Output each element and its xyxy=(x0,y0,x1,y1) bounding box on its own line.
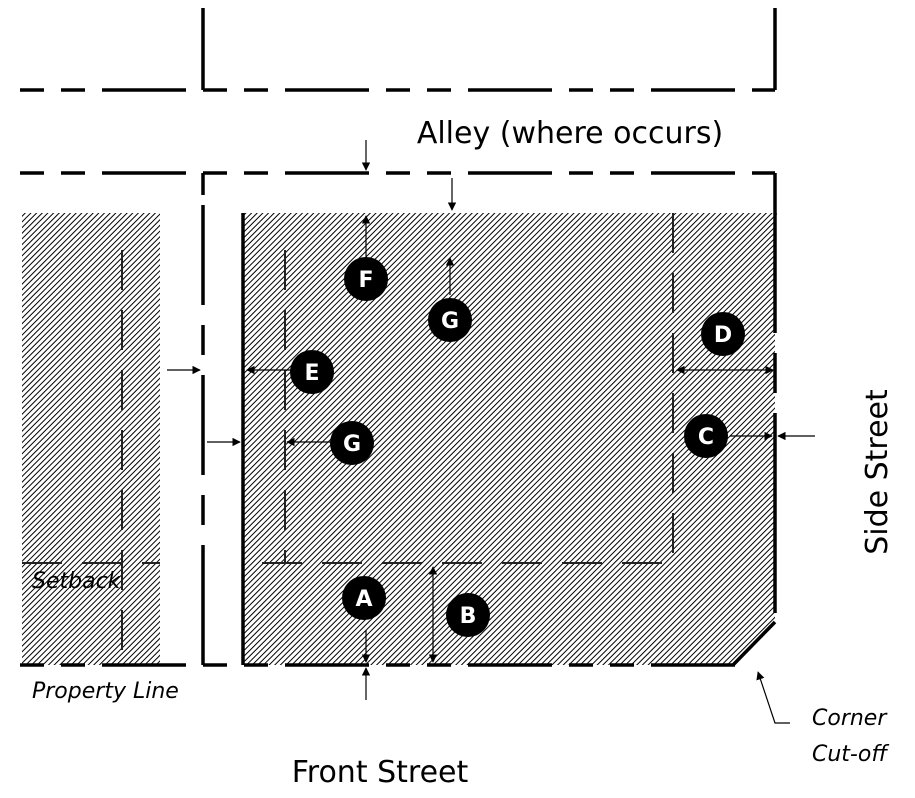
svg-text:E: E xyxy=(304,361,319,386)
marker-b: B xyxy=(446,593,490,637)
svg-text:A: A xyxy=(355,587,372,612)
front-street-label: Front Street xyxy=(292,755,469,790)
corner-cutoff-line xyxy=(731,620,777,667)
corner-cutoff-label-2: Cut-off xyxy=(812,742,889,767)
marker-d: D xyxy=(701,312,745,356)
corner-cutoff-leader xyxy=(756,671,790,724)
alley-label: Alley (where occurs) xyxy=(417,116,723,151)
marker-f: F xyxy=(344,257,388,301)
svg-text:C: C xyxy=(698,425,714,450)
corner-cutoff-label-1: Corner xyxy=(812,706,888,731)
property-line-label: Property Line xyxy=(32,679,179,704)
marker-g-upper: G xyxy=(428,298,472,342)
svg-text:G: G xyxy=(343,432,361,457)
side-street-label: Side Street xyxy=(860,389,895,555)
marker-a: A xyxy=(342,576,386,620)
svg-text:F: F xyxy=(358,268,373,293)
marker-c: C xyxy=(684,414,728,458)
svg-text:D: D xyxy=(714,323,732,348)
marker-g-lower: G xyxy=(330,421,374,465)
svg-text:B: B xyxy=(460,604,477,629)
main-lot xyxy=(243,213,775,665)
neighbor-lot xyxy=(22,213,160,665)
setback-label: Setback xyxy=(32,569,122,594)
svg-text:G: G xyxy=(441,309,459,334)
marker-e: E xyxy=(290,350,334,394)
